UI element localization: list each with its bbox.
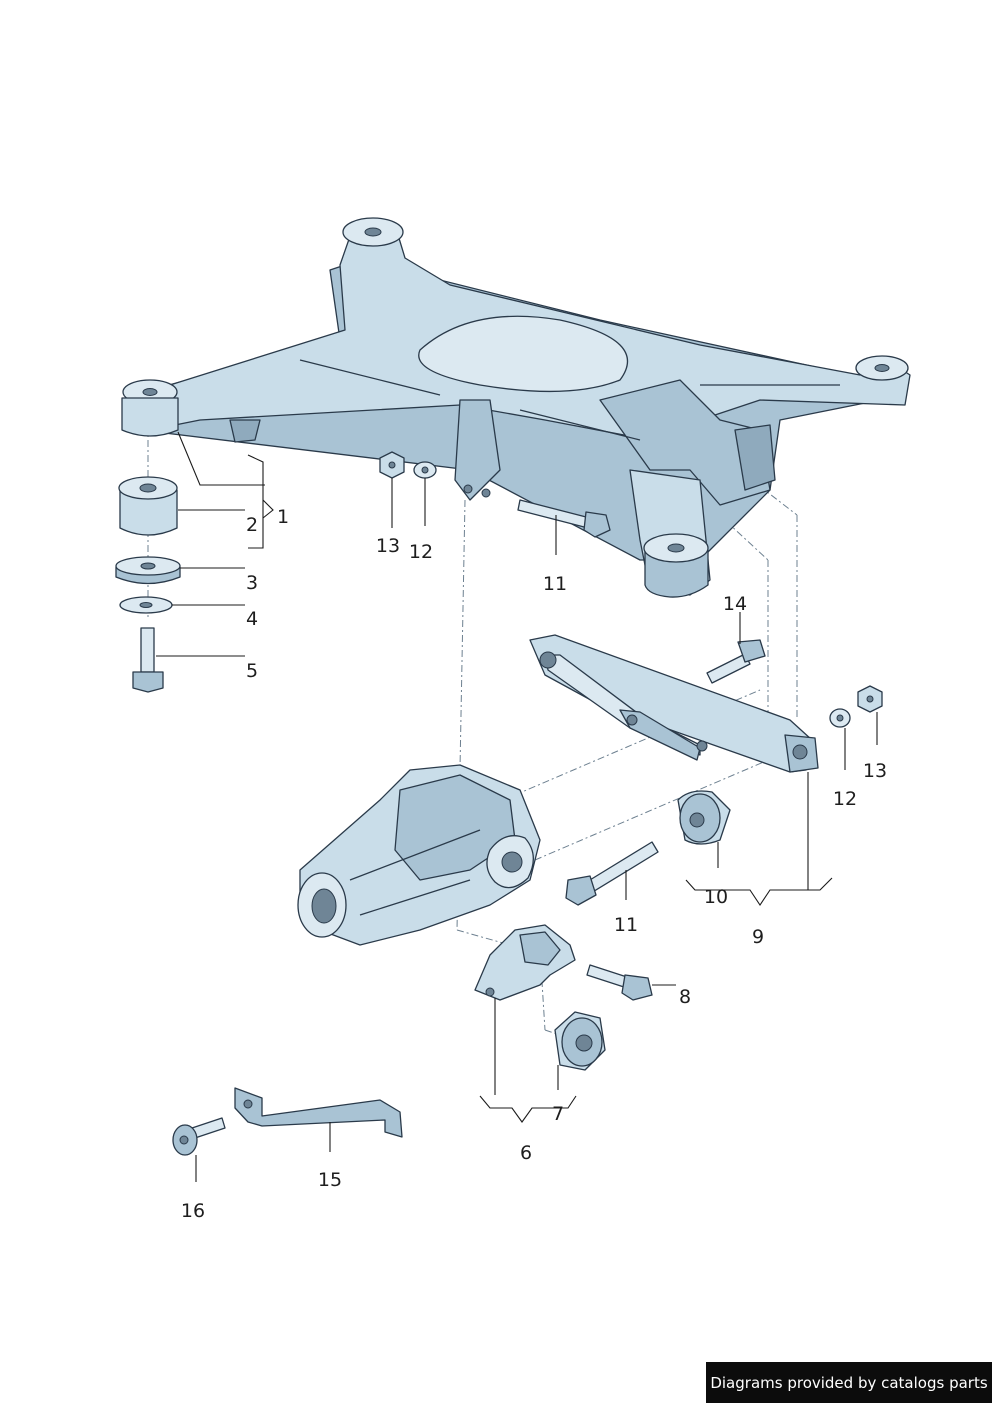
mounting-bolt	[132, 627, 164, 693]
long-hex-bolt	[565, 841, 659, 906]
callout-13-top: 13	[376, 535, 400, 557]
rear-axle-subframe	[121, 217, 911, 598]
callout-5: 5	[246, 660, 258, 682]
torx-bolt	[172, 1117, 226, 1156]
callout-13-right: 13	[863, 760, 887, 782]
spring-washer-right	[829, 708, 851, 728]
callout-8: 8	[679, 986, 691, 1008]
bracket-bolt-lower	[586, 964, 653, 1001]
spring-washer	[413, 461, 437, 479]
callout-2: 2	[246, 514, 258, 536]
callout-6: 6	[520, 1142, 532, 1164]
hex-bolt	[517, 499, 611, 538]
callout-11-top: 11	[543, 573, 567, 595]
callout-labels: 1 2 3 4 5 13 12 11 14 12 13 10 9 11 8 7 …	[181, 506, 887, 1222]
callout-12-top: 12	[409, 541, 433, 563]
differential-bracket	[474, 924, 576, 1001]
hex-nut-right	[857, 685, 883, 713]
callout-16: 16	[181, 1200, 205, 1222]
rubber-mount	[677, 790, 731, 845]
callout-11-lower: 11	[614, 914, 638, 936]
callout-15: 15	[318, 1169, 342, 1191]
bushing-washer	[115, 556, 181, 585]
heat-shield-strap	[234, 1087, 403, 1138]
flat-washer	[119, 596, 173, 614]
callout-14: 14	[723, 593, 747, 615]
callout-4: 4	[246, 608, 258, 630]
hex-nut	[379, 451, 405, 479]
bracket-bushing	[554, 1011, 606, 1071]
callout-7: 7	[552, 1103, 564, 1125]
rear-differential	[297, 764, 541, 946]
bracket-bolt	[706, 639, 766, 684]
leader-lines	[156, 431, 878, 1182]
catalog-credit-banner: Diagrams provided by catalogs parts	[706, 1362, 992, 1403]
subframe-bushing	[118, 476, 178, 536]
callout-3: 3	[246, 572, 258, 594]
differential-crossmember	[529, 634, 819, 773]
callout-9: 9	[752, 926, 764, 948]
callout-1: 1	[277, 506, 289, 528]
callout-10: 10	[704, 886, 728, 908]
callout-12-right: 12	[833, 788, 857, 810]
